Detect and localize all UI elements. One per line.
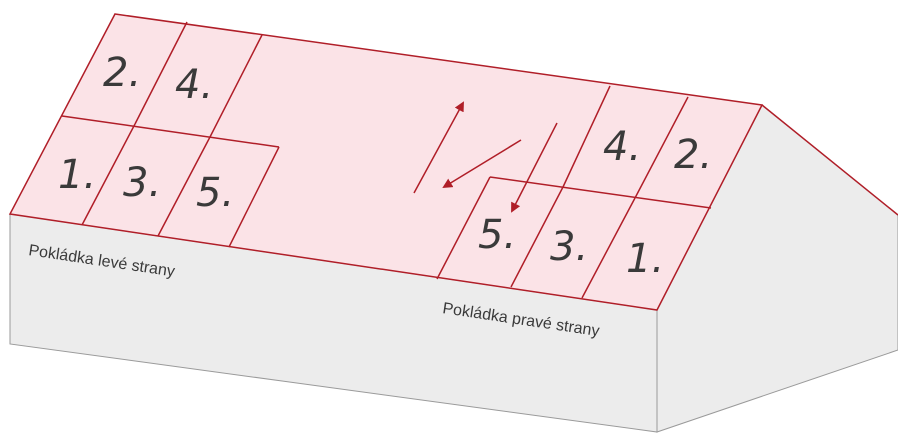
right-panel-grid bbox=[436, 85, 712, 299]
right-panel-bottom-2: 3. bbox=[550, 224, 588, 270]
gable-roof-edge bbox=[761, 104, 898, 216]
right-panel-bottom-3: 1. bbox=[626, 236, 664, 282]
right-panel-top-1: 4. bbox=[603, 124, 641, 170]
arrow-diagonal-icon bbox=[442, 139, 522, 189]
arrow-up-icon bbox=[413, 101, 464, 194]
direction-arrows bbox=[413, 101, 558, 213]
right-panel-bottom-1: 5. bbox=[478, 212, 516, 258]
left-panel-bottom-1: 1. bbox=[58, 152, 96, 198]
left-panel-top-1: 2. bbox=[103, 50, 141, 96]
left-panel-top-2: 4. bbox=[175, 62, 213, 108]
left-panel-bottom-3: 5. bbox=[196, 170, 234, 216]
roof-plane bbox=[8, 13, 764, 311]
left-panel-grid bbox=[61, 21, 280, 248]
right-panel-top-2: 2. bbox=[674, 132, 712, 178]
left-panel-bottom-2: 3. bbox=[123, 160, 161, 206]
arrow-down-icon bbox=[511, 122, 558, 213]
